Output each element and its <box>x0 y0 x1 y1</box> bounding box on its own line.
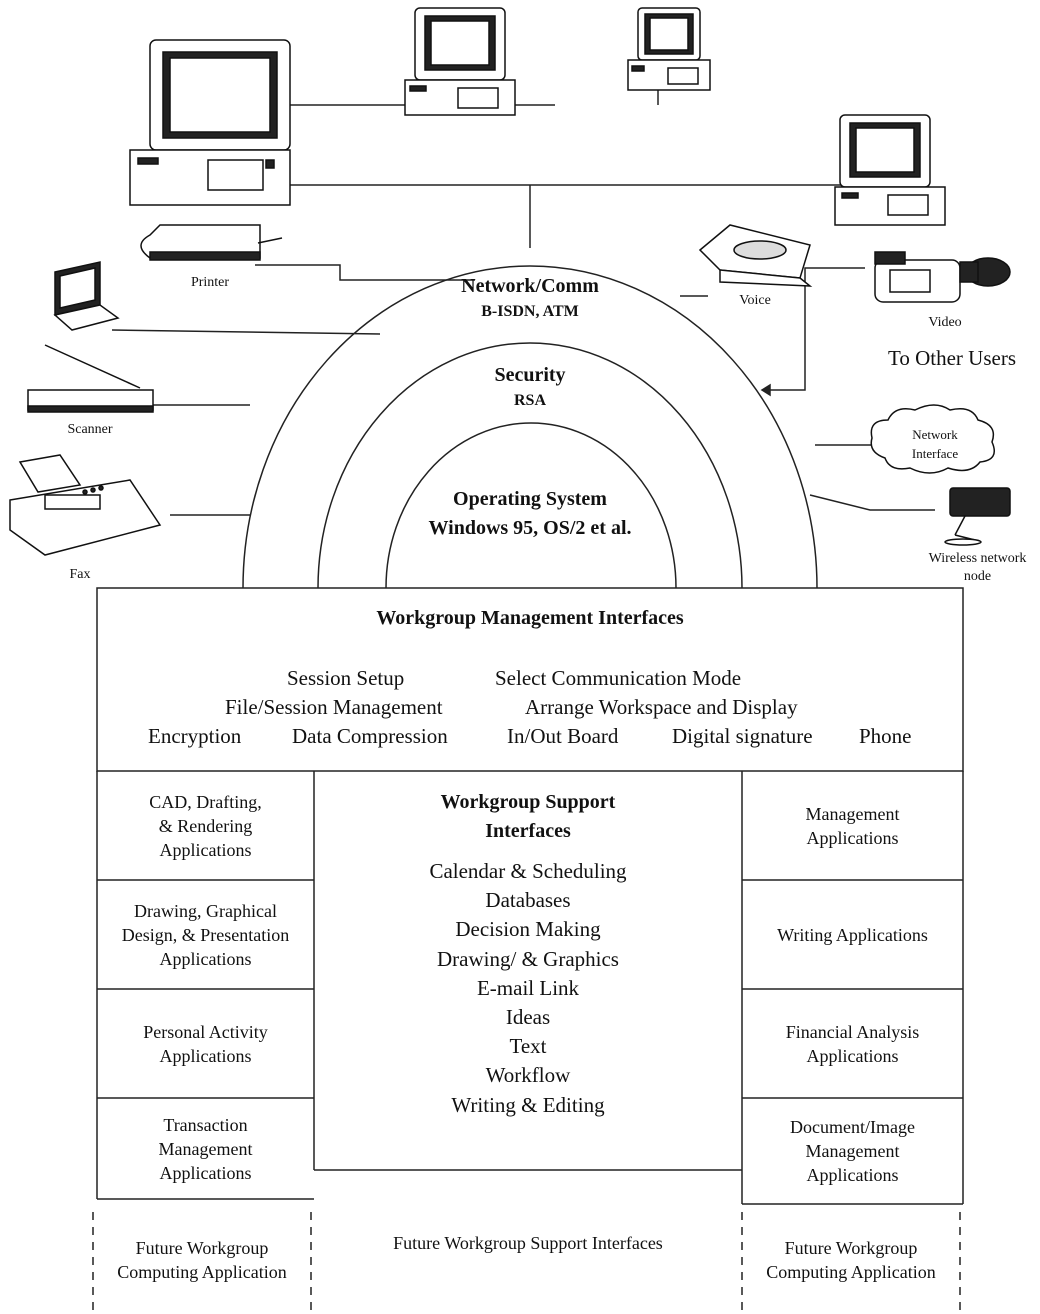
voice-label: Voice <box>739 293 771 308</box>
support-title: Workgroup Support Interfaces <box>440 791 616 842</box>
printer-icon <box>140 224 283 261</box>
phone-icon <box>698 224 813 287</box>
management-item: File/Session Management <box>225 695 443 719</box>
future-left-cell: Future Workgroup Computing Application <box>117 1238 287 1282</box>
security-arch <box>317 342 743 589</box>
support-item: Drawing/ & Graphics <box>437 946 619 971</box>
printer-label: Printer <box>190 275 230 290</box>
operating-system-arch <box>385 422 677 589</box>
network-cloud-icon <box>870 404 995 474</box>
right-app-cell: Writing Applications <box>777 924 928 945</box>
operating-system-title: Operating System <box>453 488 607 510</box>
right-app-cell: Financial Analysis Applications <box>785 1021 920 1066</box>
left-app-cell: Transaction Management Applications <box>158 1114 253 1183</box>
desktop-computer-icon <box>627 7 711 91</box>
security-subtitle: RSA <box>513 392 546 409</box>
wireless-node-label: Wireless network node <box>928 551 1027 584</box>
support-item: Decision Making <box>455 917 601 942</box>
desktop-computer-icon <box>404 7 516 116</box>
laptop-icon <box>53 261 120 331</box>
support-item: E-mail Link <box>476 975 580 1000</box>
management-item: In/Out Board <box>507 724 619 748</box>
right-app-cell: Document/Image Management Applications <box>790 1117 915 1185</box>
desktop-computer-icon <box>129 39 291 206</box>
network-lines <box>111 68 935 516</box>
network-comm-subtitle: B-ISDN, ATM <box>481 303 579 320</box>
support-item: Calendar & Scheduling <box>429 859 627 883</box>
support-item: Writing & Editing <box>451 1092 605 1117</box>
desktop-computer-icon <box>834 114 946 226</box>
network-comm-title: Network/Comm <box>461 275 599 297</box>
operating-system-subtitle: Windows 95, OS/2 et al. <box>428 517 632 539</box>
wireless-node-icon <box>944 487 1011 546</box>
fax-label: Fax <box>69 567 91 582</box>
management-item: Select Communication Mode <box>495 666 742 690</box>
video-camera-icon <box>874 251 1011 303</box>
management-item: Data Compression <box>292 724 448 748</box>
management-item: Encryption <box>148 724 242 748</box>
management-box <box>96 587 964 772</box>
right-app-cell: Management Applications <box>805 803 900 848</box>
fax-icon <box>9 454 162 556</box>
future-center-label: Future Workgroup Support Interfaces <box>393 1233 663 1253</box>
management-item: Digital signature <box>672 724 813 748</box>
video-label: Video <box>928 315 962 330</box>
support-items: Calendar & Scheduling Databases Decision… <box>314 857 742 1120</box>
management-item: Phone <box>859 724 912 748</box>
left-app-cell: CAD, Drafting, & Rendering Applications <box>149 791 262 860</box>
left-app-cell: Personal Activity Applications <box>143 1021 268 1066</box>
network-comm-arch <box>242 265 818 589</box>
management-item: Arrange Workspace and Display <box>525 695 798 719</box>
future-right-cell: Future Workgroup Computing Application <box>766 1238 936 1282</box>
management-title: Workgroup Management Interfaces <box>376 607 684 629</box>
network-interface-label: Network Interface <box>911 427 959 461</box>
scanner-label: Scanner <box>67 422 113 437</box>
support-item: Ideas <box>505 1005 551 1030</box>
left-app-cell: Drawing, Graphical Design, & Presentatio… <box>121 900 290 969</box>
to-other-users-label: To Other Users <box>888 346 1016 370</box>
support-item: Text <box>509 1034 547 1059</box>
support-item: Workflow <box>485 1063 571 1088</box>
support-item: Databases <box>485 888 571 913</box>
security-title: Security <box>494 364 566 386</box>
management-item: Session Setup <box>287 666 405 690</box>
scanner-icon <box>27 344 154 413</box>
